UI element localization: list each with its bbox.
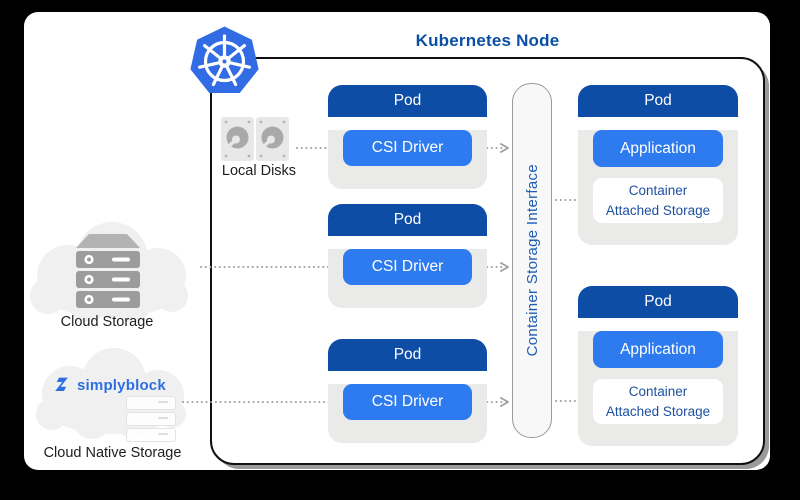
- kubernetes-node-title: Kubernetes Node: [415, 31, 560, 50]
- pod-body: Application Container Attached Storage: [578, 130, 738, 245]
- csi-pod-2: Pod CSI Driver: [328, 204, 487, 308]
- pod-header: Pod: [578, 286, 738, 318]
- pod-body: CSI Driver: [328, 130, 487, 189]
- pod-header: Pod: [578, 85, 738, 117]
- simplyblock-wordmark: simplyblock: [77, 377, 166, 394]
- csi-bar-label: Container Storage Interface: [523, 164, 541, 357]
- pod-header: Pod: [328, 204, 487, 236]
- app-pod-2: Pod Application Container Attached Stora…: [578, 286, 738, 446]
- app-pod-1: Pod Application Container Attached Stora…: [578, 85, 738, 245]
- kubernetes-logo-icon: [190, 26, 259, 93]
- csi-pod-3: Pod CSI Driver: [328, 339, 487, 443]
- pod-header: Pod: [328, 339, 487, 371]
- pod-body: CSI Driver: [328, 384, 487, 443]
- simplyblock-logo: simplyblock: [52, 376, 166, 395]
- server-stack-icon: [126, 396, 176, 442]
- application-button[interactable]: Application: [593, 130, 723, 167]
- csi-driver-button[interactable]: CSI Driver: [343, 249, 472, 285]
- csi-pod-1: Pod CSI Driver: [328, 85, 487, 189]
- container-attached-storage-box: Container Attached Storage: [593, 379, 723, 424]
- csi-driver-button[interactable]: CSI Driver: [343, 384, 472, 420]
- pod-header: Pod: [328, 85, 487, 117]
- server-rack-icon: [76, 234, 140, 308]
- pod-body: Application Container Attached Storage: [578, 331, 738, 446]
- container-attached-storage-label: Container Attached Storage: [605, 182, 711, 218]
- csi-driver-button[interactable]: CSI Driver: [343, 130, 472, 166]
- local-disks-label: Local Disks: [221, 163, 297, 179]
- cloud-native-storage-label: Cloud Native Storage: [43, 445, 182, 461]
- container-attached-storage-label: Container Attached Storage: [605, 383, 711, 419]
- container-storage-interface-bar: Container Storage Interface: [512, 83, 552, 438]
- hard-disk-icon: [256, 117, 289, 161]
- hard-disk-icon: [221, 117, 254, 161]
- pod-body: CSI Driver: [328, 249, 487, 308]
- application-button[interactable]: Application: [593, 331, 723, 368]
- cloud-storage-label: Cloud Storage: [60, 314, 154, 330]
- simplyblock-icon: [55, 377, 68, 392]
- container-attached-storage-box: Container Attached Storage: [593, 178, 723, 223]
